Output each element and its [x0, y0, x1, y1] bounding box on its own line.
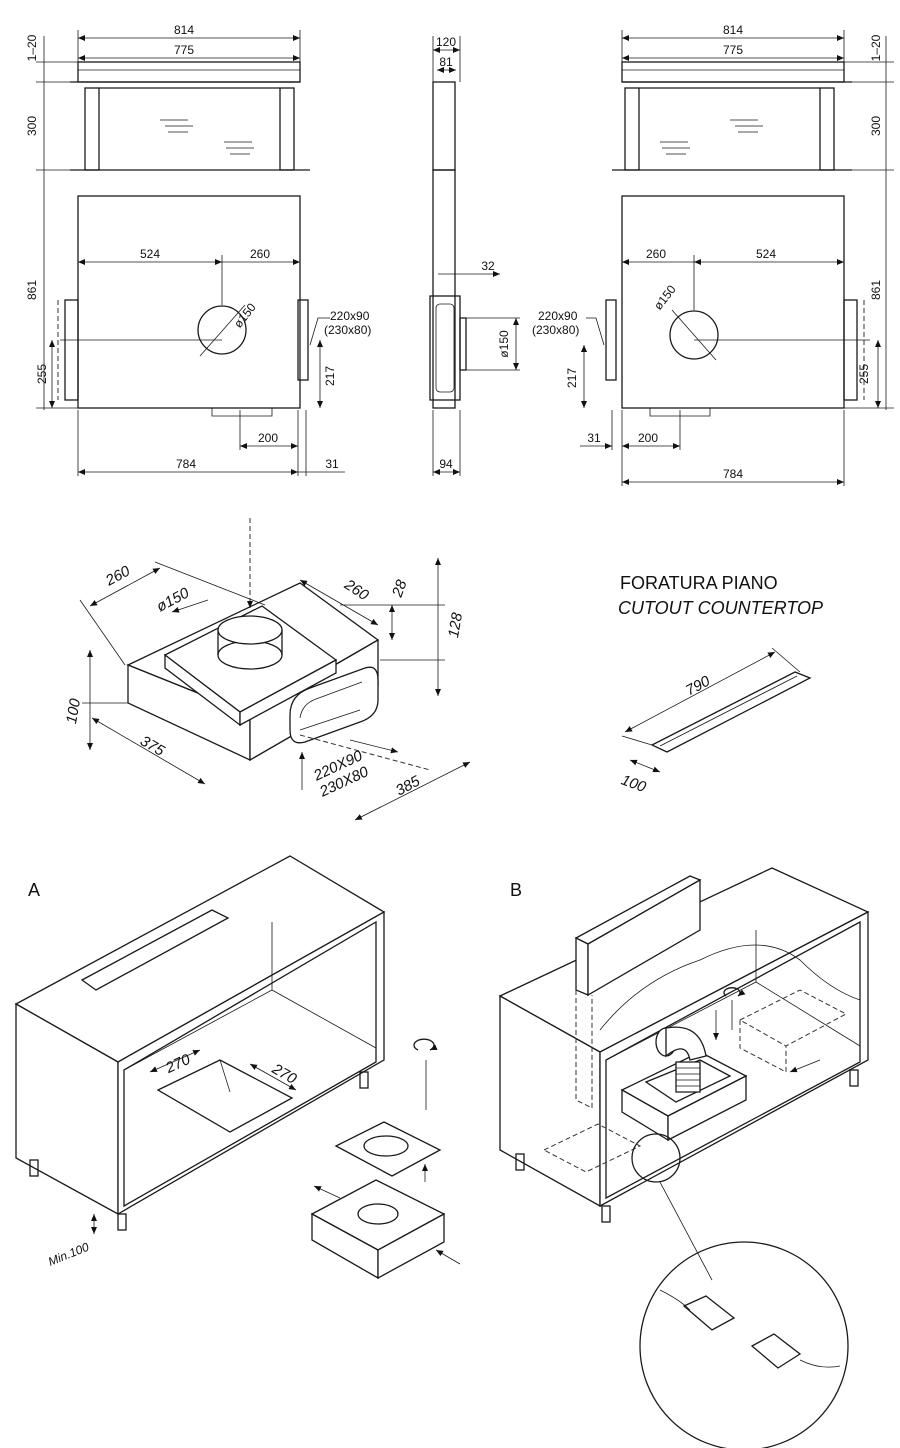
dim-right-label: 260	[250, 247, 270, 261]
bottom-side-label-r: 31	[587, 431, 601, 445]
cutout-length-label: 790	[683, 672, 714, 699]
cutout-width-label: 100	[619, 772, 649, 797]
side-view-labels: 120 81 32 ø150 94	[436, 35, 511, 471]
hole-diameter-label: ø150	[231, 300, 259, 330]
top-gap-label: 1–20	[25, 34, 39, 61]
side-hole-label: ø150	[497, 330, 511, 358]
side-view	[429, 36, 520, 476]
bottom-width-label: 784	[176, 457, 196, 471]
cutout-subtitle: CUTOUT COUNTERTOP	[618, 598, 823, 618]
outlet-low-label: 217	[323, 366, 337, 386]
outlet-b-label: (230x80)	[324, 323, 371, 337]
offset-label: 32	[481, 259, 495, 273]
iso-len-a-label: 375	[137, 732, 168, 760]
width-outer-label-r: 814	[723, 23, 743, 37]
body-height-label: 861	[25, 280, 39, 300]
side-low-label: 255	[35, 364, 49, 384]
bottom-side-label: 31	[325, 457, 339, 471]
depth-label: 94	[439, 457, 453, 471]
install-a: A 270 270 Min.100	[14, 855, 461, 1280]
top-outer-label: 120	[436, 35, 456, 49]
dim-left-label: 524	[140, 247, 160, 261]
install-b: B	[498, 867, 870, 1448]
iso-w2-label: 260	[340, 576, 372, 605]
width-outer-label: 814	[174, 23, 194, 37]
width-inner-label-r: 775	[723, 43, 743, 57]
iso-top-h-label: 28	[389, 577, 411, 600]
hole-diameter-label-r: ø150	[651, 282, 679, 312]
top-gap-label-r: 1–20	[869, 34, 883, 61]
iso-len-b-label: 385	[393, 772, 424, 799]
dim-right-label-r: 524	[756, 247, 776, 261]
body-height-label-r: 861	[869, 280, 883, 300]
cutout-countertop: FORATURA PIANO CUTOUT COUNTERTOP 790 100	[618, 573, 823, 796]
bottom-offset-label: 200	[258, 431, 278, 445]
front-right-dimension-labels: 814 775 1–20 300 861 260 524 ø150 220x90…	[532, 23, 883, 481]
front-view-right	[580, 30, 894, 486]
outlet-low-label-r: 217	[565, 368, 579, 388]
install-b-label: B	[510, 880, 522, 900]
front-left-dimension-labels: 814 775 1–20 300 861 524 260 ø150 220x90…	[25, 23, 371, 471]
width-inner-label: 775	[174, 43, 194, 57]
cutout-title: FORATURA PIANO	[620, 573, 778, 593]
iso-hole-label: ø150	[154, 584, 193, 615]
bottom-offset-label-r: 200	[638, 431, 658, 445]
bottom-width-label-r: 784	[723, 467, 743, 481]
glass-height-label: 300	[25, 116, 39, 136]
glass-height-label-r: 300	[869, 116, 883, 136]
dim-left-label-r: 260	[646, 247, 666, 261]
side-low-label-r: 255	[857, 364, 871, 384]
front-view-left	[36, 30, 345, 476]
iso-base-h-label: 100	[63, 697, 84, 725]
outlet-a-label-r: 220x90	[538, 309, 578, 323]
outlet-b-label-r: (230x80)	[532, 323, 579, 337]
iso-w1-label: 260	[102, 562, 134, 590]
top-inner-label: 81	[439, 55, 453, 69]
min-height-label: Min.100	[46, 1240, 91, 1269]
install-a-label: A	[28, 880, 40, 900]
iso-total-h-label: 128	[445, 611, 466, 639]
motor-isometric	[79, 518, 471, 821]
outlet-a-label: 220x90	[330, 309, 370, 323]
